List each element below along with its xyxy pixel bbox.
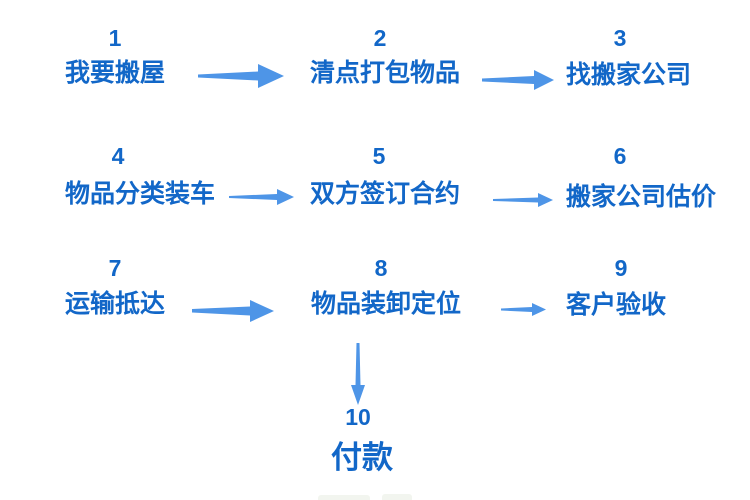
step-9-number: 9 bbox=[614, 255, 628, 281]
arrow-step4-to-step5-icon bbox=[229, 189, 294, 205]
step-3-number: 3 bbox=[613, 25, 627, 51]
step-3-label: 找搬家公司 bbox=[566, 61, 692, 89]
step-7-label: 运输抵达 bbox=[65, 290, 166, 318]
step-6-number: 6 bbox=[613, 143, 627, 169]
step-4-label: 物品分类装车 bbox=[65, 180, 216, 208]
step-2-label: 清点打包物品 bbox=[310, 59, 461, 87]
step-8-number: 8 bbox=[374, 255, 388, 281]
cropped-bottom-artifact bbox=[318, 495, 370, 500]
step-5-number: 5 bbox=[372, 143, 386, 169]
step-1-number: 1 bbox=[108, 25, 122, 51]
step-9-label: 客户验收 bbox=[566, 291, 667, 319]
step-6-label: 搬家公司估价 bbox=[566, 183, 717, 211]
step-4-number: 4 bbox=[111, 143, 125, 169]
arrow-step8-to-step10-icon bbox=[351, 343, 365, 405]
step-1-label: 我要搬屋 bbox=[65, 59, 166, 87]
arrow-step8-to-step9-icon bbox=[501, 303, 546, 316]
arrow-step7-to-step8-icon bbox=[192, 300, 274, 322]
step-10-label: 付款 bbox=[331, 440, 393, 475]
arrow-step5-to-step6-icon bbox=[493, 193, 553, 207]
arrow-step1-to-step2-icon bbox=[198, 64, 284, 88]
step-2-number: 2 bbox=[373, 25, 387, 51]
cropped-bottom-artifact bbox=[382, 494, 412, 500]
step-10-number: 10 bbox=[345, 404, 371, 430]
step-7-number: 7 bbox=[108, 255, 122, 281]
step-5-label: 双方签订合约 bbox=[310, 180, 461, 208]
arrow-step2-to-step3-icon bbox=[482, 70, 554, 90]
step-8-label: 物品装卸定位 bbox=[311, 290, 462, 318]
